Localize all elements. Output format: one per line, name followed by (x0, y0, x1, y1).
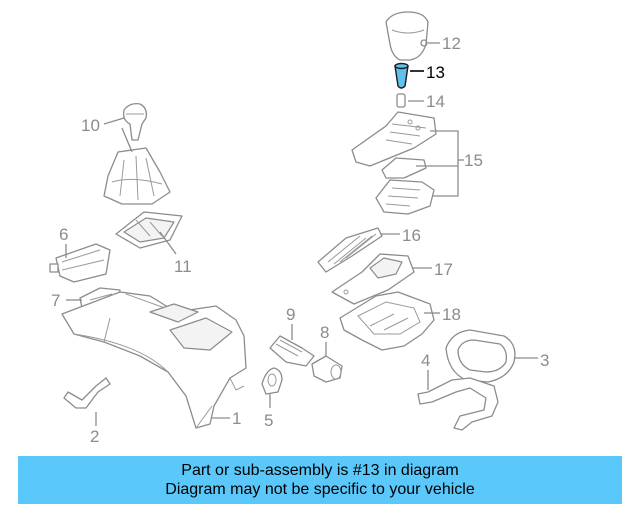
svg-text:6: 6 (59, 225, 68, 244)
part-6-storage-lid[interactable] (49, 243, 111, 283)
svg-text:12: 12 (442, 34, 461, 53)
callout-14: 14 (408, 92, 445, 111)
callout-4: 4 (421, 351, 430, 390)
part-8-lighter[interactable] (311, 355, 343, 383)
callout-7: 7 (51, 291, 82, 310)
svg-text:1: 1 (232, 409, 241, 428)
callout-3: 3 (514, 351, 549, 370)
part-9-power-outlet[interactable] (269, 335, 315, 367)
part-13-shift-knob-sleeve[interactable] (394, 62, 409, 89)
callout-15: 15 (416, 130, 483, 197)
callout-17: 17 (412, 260, 453, 279)
part-18-shifter-base[interactable] (339, 291, 435, 351)
callout-1: 1 (212, 409, 241, 428)
part-4-shift-cable-bracket[interactable] (417, 377, 499, 431)
svg-text:14: 14 (426, 92, 445, 111)
part-15-shift-indicator-assembly[interactable] (351, 111, 437, 215)
svg-text:17: 17 (434, 260, 453, 279)
callout-16: 16 (380, 226, 421, 245)
svg-text:16: 16 (402, 226, 421, 245)
svg-text:9: 9 (286, 305, 295, 324)
svg-text:10: 10 (81, 116, 100, 135)
exploded-parts-diagram: 12 13 14 15 10 (49, 11, 549, 446)
callout-13: 13 (410, 63, 445, 82)
callout-2: 2 (90, 412, 99, 446)
svg-text:15: 15 (464, 151, 483, 170)
part-shift-boot[interactable] (103, 147, 171, 205)
svg-text:3: 3 (540, 351, 549, 370)
callout-9: 9 (286, 305, 295, 340)
part-12-shift-knob[interactable] (385, 11, 429, 61)
part-1-center-console[interactable] (61, 291, 247, 429)
banner-line-disclaimer: Diagram may not be specific to your vehi… (165, 481, 475, 498)
leader-10-to-boot (121, 127, 133, 153)
callout-18: 18 (424, 305, 461, 324)
diagram-note-banner: Part or sub-assembly is #13 in diagram D… (18, 456, 622, 504)
svg-text:2: 2 (90, 427, 99, 446)
part-5-clip[interactable] (261, 367, 283, 395)
svg-text:5: 5 (264, 411, 273, 430)
svg-text:18: 18 (442, 305, 461, 324)
part-3-gasket[interactable] (445, 329, 516, 383)
callout-5: 5 (264, 394, 273, 430)
svg-text:7: 7 (51, 291, 60, 310)
part-14-bushing[interactable] (396, 93, 406, 108)
callout-10: 10 (81, 116, 125, 135)
callout-8: 8 (320, 323, 329, 356)
part-16-grille-plate[interactable] (317, 227, 383, 273)
part-17-shift-bezel[interactable] (331, 253, 415, 305)
part-11-boot-retainer-tray[interactable] (115, 211, 183, 249)
banner-line-part-reference: Part or sub-assembly is #13 in diagram (181, 462, 459, 479)
part-10-manual-shift-knob[interactable] (122, 102, 148, 141)
callout-12: 12 (420, 34, 461, 53)
svg-text:4: 4 (421, 351, 430, 370)
callout-11: 11 (159, 231, 192, 276)
part-2-bracket[interactable] (63, 377, 111, 409)
svg-text:11: 11 (174, 257, 192, 276)
svg-text:13: 13 (426, 63, 445, 82)
svg-text:8: 8 (320, 323, 329, 342)
callout-6: 6 (59, 225, 68, 258)
